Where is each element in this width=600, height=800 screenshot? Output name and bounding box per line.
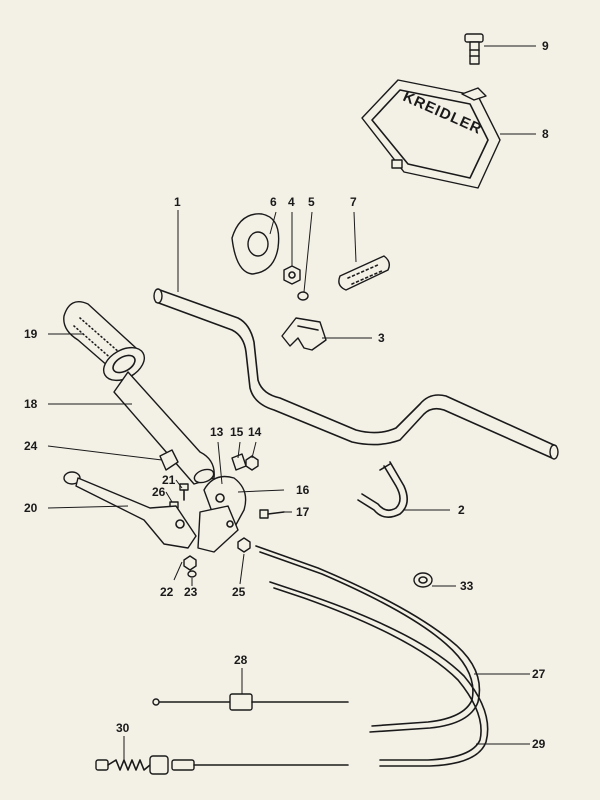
part-17-bolt — [259, 509, 285, 519]
callout-29: 29 — [532, 737, 546, 751]
part-7-pad — [338, 255, 391, 291]
part-2-u-bolt — [357, 461, 408, 518]
part-5-washer — [297, 291, 309, 301]
callout-27: 27 — [532, 667, 546, 681]
part-4-nut — [283, 265, 301, 285]
part-9-screw — [464, 33, 484, 65]
part-6-clamp-plate — [231, 213, 280, 275]
part-8-cover: KREIDLER — [361, 79, 501, 189]
callout-1: 1 — [174, 195, 181, 209]
callout-20: 20 — [24, 501, 38, 515]
callout-23: 23 — [184, 585, 198, 599]
callout-5: 5 — [308, 195, 315, 209]
callout-labels: 9 8 1 6 4 5 7 3 19 18 13 15 14 24 21 16 … — [24, 39, 549, 751]
part-13-throttle-housing — [197, 475, 247, 553]
part-30-cable-end — [95, 755, 349, 775]
callout-24: 24 — [24, 439, 38, 453]
part-21-screw — [179, 483, 189, 501]
callout-30: 30 — [116, 721, 130, 735]
part-27-cable — [255, 545, 481, 733]
part-15-screw — [231, 453, 247, 471]
callout-6: 6 — [270, 195, 277, 209]
callout-33: 33 — [460, 579, 474, 593]
callout-14: 14 — [248, 425, 262, 439]
callout-21: 21 — [162, 473, 176, 487]
callout-18: 18 — [24, 397, 38, 411]
part-3-clamp — [281, 317, 327, 351]
part-29-cable — [269, 581, 489, 767]
callout-28: 28 — [234, 653, 248, 667]
callout-17: 17 — [296, 505, 310, 519]
callout-4: 4 — [288, 195, 295, 209]
callout-15: 15 — [230, 425, 244, 439]
part-18-throttle-tube — [113, 371, 215, 485]
part-14-nut — [245, 455, 259, 471]
part-25-nut — [237, 537, 251, 553]
part-1-handlebar — [153, 288, 559, 460]
leader-lines — [47, 45, 536, 760]
callout-13: 13 — [210, 425, 224, 439]
part-28-cable — [152, 693, 349, 711]
callout-7: 7 — [350, 195, 357, 209]
callout-3: 3 — [378, 331, 385, 345]
part-23-washer — [187, 570, 197, 578]
callout-2: 2 — [458, 503, 465, 517]
callout-26: 26 — [152, 485, 166, 499]
part-20-brake-lever — [63, 471, 197, 549]
callout-9: 9 — [542, 39, 549, 53]
callout-8: 8 — [542, 127, 549, 141]
callout-16: 16 — [296, 483, 310, 497]
callout-25: 25 — [232, 585, 246, 599]
callout-19: 19 — [24, 327, 38, 341]
part-24-slider — [159, 449, 179, 471]
part-19-grip — [63, 301, 145, 382]
callout-22: 22 — [160, 585, 174, 599]
part-33-grommet — [413, 572, 433, 588]
part-22-nut — [183, 555, 197, 571]
